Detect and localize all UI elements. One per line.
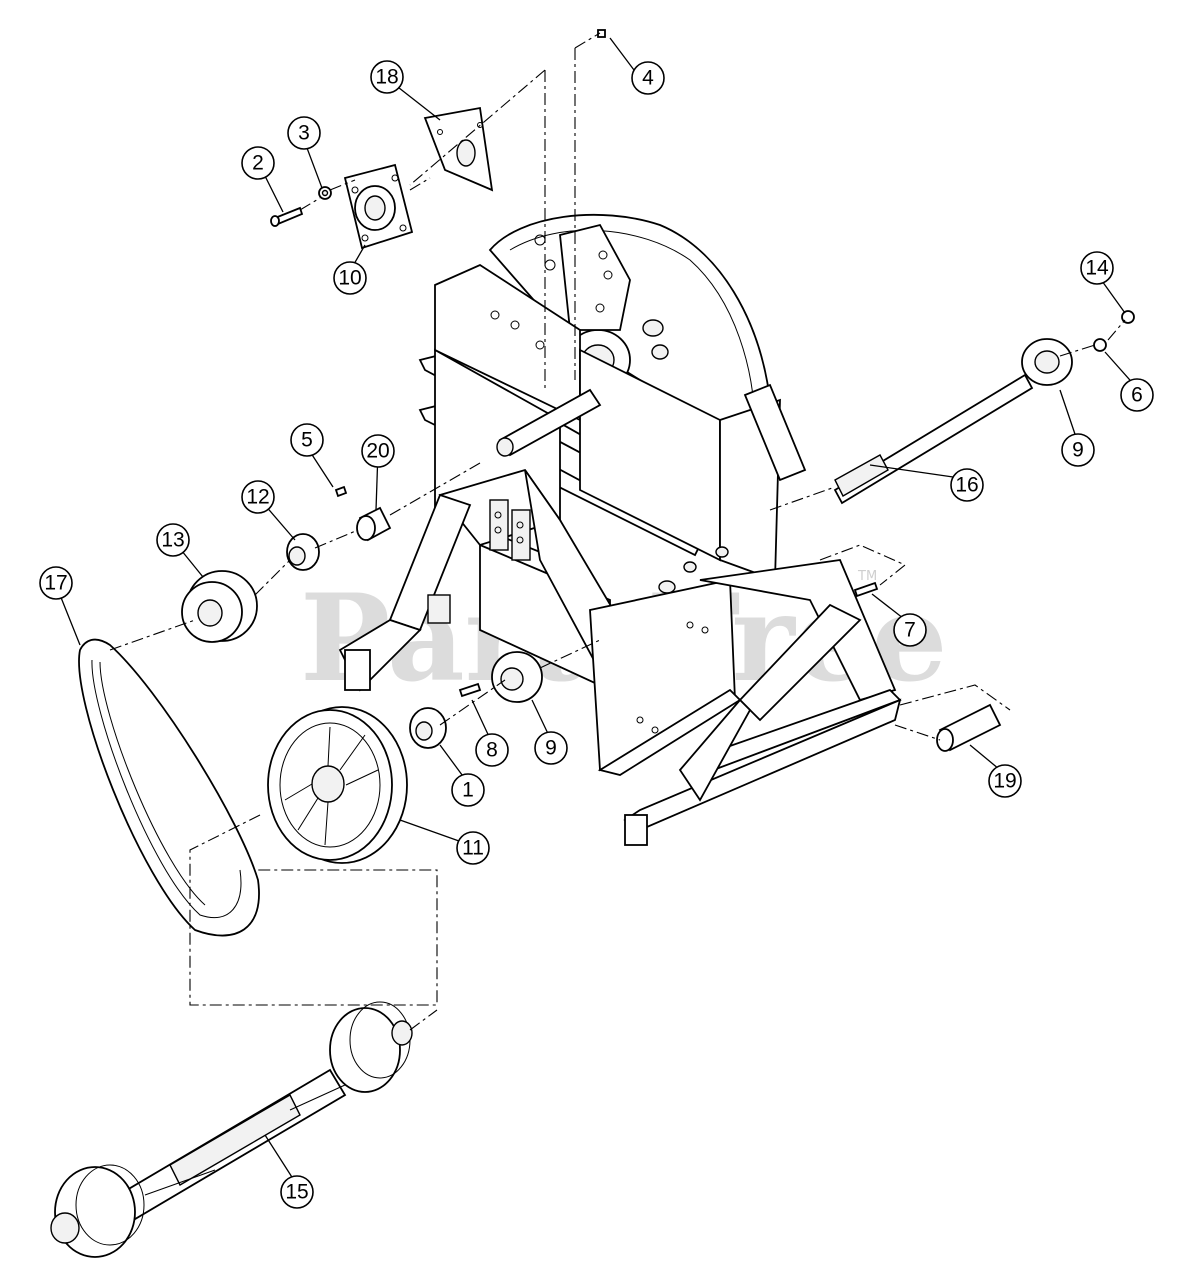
callout-10: 10 bbox=[333, 261, 367, 295]
callout-4: 4 bbox=[631, 61, 665, 95]
callout-label-18: 18 bbox=[375, 66, 398, 89]
callout-2: 2 bbox=[241, 146, 275, 180]
sleeve-part bbox=[936, 703, 1002, 752]
callout-7: 7 bbox=[893, 613, 927, 647]
mounting-plate-part bbox=[423, 106, 494, 192]
bolt-washer-parts bbox=[270, 186, 332, 227]
callout-label-9a: 9 bbox=[1072, 439, 1084, 462]
center-shaft-parts bbox=[409, 651, 543, 749]
shaft-right-parts bbox=[833, 310, 1135, 505]
large-pulley-part bbox=[267, 706, 408, 864]
callout-label-9b: 9 bbox=[545, 737, 557, 760]
callout-11: 11 bbox=[456, 831, 490, 865]
callout-16: 16 bbox=[950, 468, 984, 502]
callout-20: 20 bbox=[361, 434, 395, 468]
callout-label-11: 11 bbox=[462, 837, 484, 860]
callout-19: 19 bbox=[988, 764, 1022, 798]
callout-label-13: 13 bbox=[161, 529, 184, 552]
flange-bearing-part bbox=[343, 163, 414, 250]
callout-18: 18 bbox=[370, 60, 404, 94]
callout-label-7: 7 bbox=[904, 619, 916, 642]
callout-label-20: 20 bbox=[366, 440, 389, 463]
belt-part bbox=[78, 638, 260, 937]
left-shaft-parts bbox=[181, 485, 392, 643]
pto-driveline-part bbox=[50, 1001, 413, 1258]
callout-3: 3 bbox=[287, 116, 321, 150]
callout-9a: 9 bbox=[1061, 433, 1095, 467]
callout-17: 17 bbox=[39, 566, 73, 600]
callout-label-14: 14 bbox=[1085, 257, 1109, 280]
watermark-trademark: TM bbox=[857, 569, 877, 584]
callout-label-3: 3 bbox=[298, 122, 310, 145]
frame-assembly bbox=[338, 213, 902, 846]
callout-12: 12 bbox=[241, 480, 275, 514]
callout-label-4: 4 bbox=[642, 67, 654, 90]
callout-15: 15 bbox=[280, 1175, 314, 1209]
callout-6: 6 bbox=[1120, 378, 1154, 412]
callout-8: 8 bbox=[475, 733, 509, 767]
callout-label-19: 19 bbox=[993, 770, 1016, 793]
callout-label-1: 1 bbox=[462, 779, 474, 802]
callout-label-8: 8 bbox=[486, 739, 498, 762]
bolt-part bbox=[853, 581, 879, 598]
callout-14: 14 bbox=[1080, 251, 1114, 285]
nut-part bbox=[597, 29, 606, 38]
callout-1: 1 bbox=[451, 773, 485, 807]
callout-label-15: 15 bbox=[285, 1181, 308, 1204]
callout-label-12: 12 bbox=[246, 486, 269, 509]
callout-label-17: 17 bbox=[44, 572, 67, 595]
callouts: 1 2 3 4 5 6 7 8 9 9 10 11 12 13 14 15 16… bbox=[39, 60, 1154, 1209]
callout-label-2: 2 bbox=[252, 152, 264, 175]
callout-13: 13 bbox=[156, 523, 190, 557]
callout-label-16: 16 bbox=[955, 474, 978, 497]
callout-label-6: 6 bbox=[1131, 384, 1143, 407]
callout-5: 5 bbox=[290, 423, 324, 457]
callout-9b: 9 bbox=[534, 731, 568, 765]
callout-label-10: 10 bbox=[338, 267, 361, 290]
callout-label-5: 5 bbox=[301, 429, 313, 452]
